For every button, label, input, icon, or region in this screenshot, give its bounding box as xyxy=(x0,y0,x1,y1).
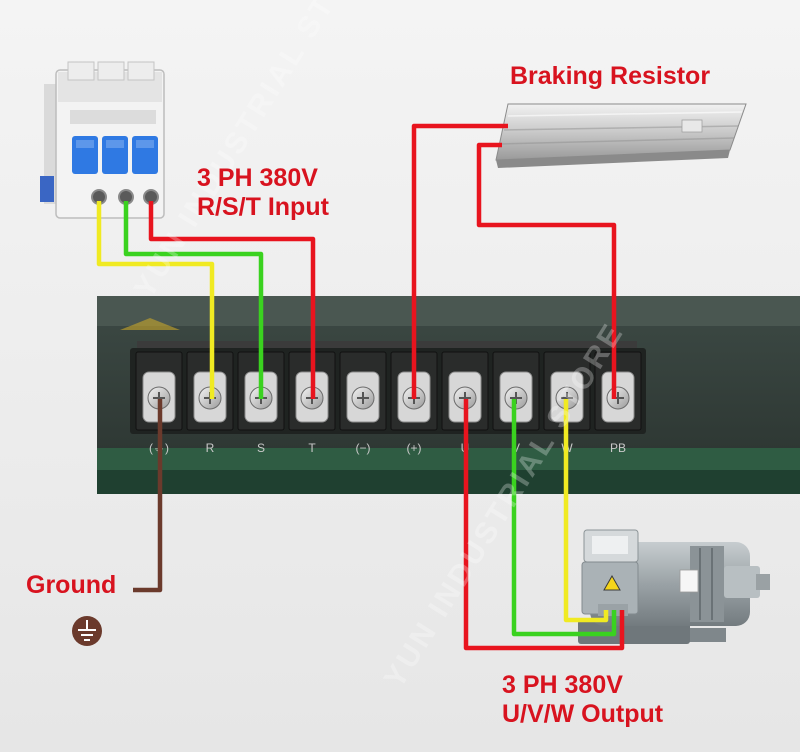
input-label-line1: 3 PH 380V xyxy=(197,164,318,192)
terminal-label: (−) xyxy=(356,441,371,455)
braking-resistor-label: Braking Resistor xyxy=(510,62,711,90)
terminal-e: (⏚) xyxy=(135,351,183,455)
wire-motor-u xyxy=(463,399,625,651)
terminal-label: PB xyxy=(610,441,626,455)
output-label: 3 PH 380V U/V/W Output xyxy=(502,671,663,729)
output-label-line2: U/V/W Output xyxy=(502,700,664,728)
wire-phase-s xyxy=(123,201,264,399)
wire-ground xyxy=(133,399,163,593)
terminal-v: V xyxy=(492,351,540,455)
output-label-line1: 3 PH 380V xyxy=(502,671,623,699)
motor xyxy=(578,529,770,644)
wire-brake-pb xyxy=(476,142,617,399)
terminal-n: (−) xyxy=(339,351,387,455)
ground-icon xyxy=(72,616,102,646)
wire-phase-r xyxy=(96,201,215,399)
wire-phase-t xyxy=(148,201,316,399)
terminal-label: T xyxy=(308,441,316,455)
terminal-u: U xyxy=(441,351,489,455)
wire-brake-plus xyxy=(411,123,508,399)
input-label-line2: R/S/T Input xyxy=(197,193,329,221)
terminal-pb: PB xyxy=(594,351,642,455)
wires xyxy=(96,123,625,651)
circuit-breaker xyxy=(40,61,165,219)
terminal-w: W xyxy=(543,351,591,455)
terminal-label: R xyxy=(206,441,215,455)
terminal-label: (+) xyxy=(407,441,422,455)
terminal-label: S xyxy=(257,441,265,455)
braking-resistor xyxy=(495,103,747,168)
input-label: 3 PH 380V R/S/T Input xyxy=(197,164,329,222)
wire-motor-v xyxy=(511,399,617,637)
ground-label: Ground xyxy=(26,571,117,599)
wire-motor-w xyxy=(563,399,609,623)
